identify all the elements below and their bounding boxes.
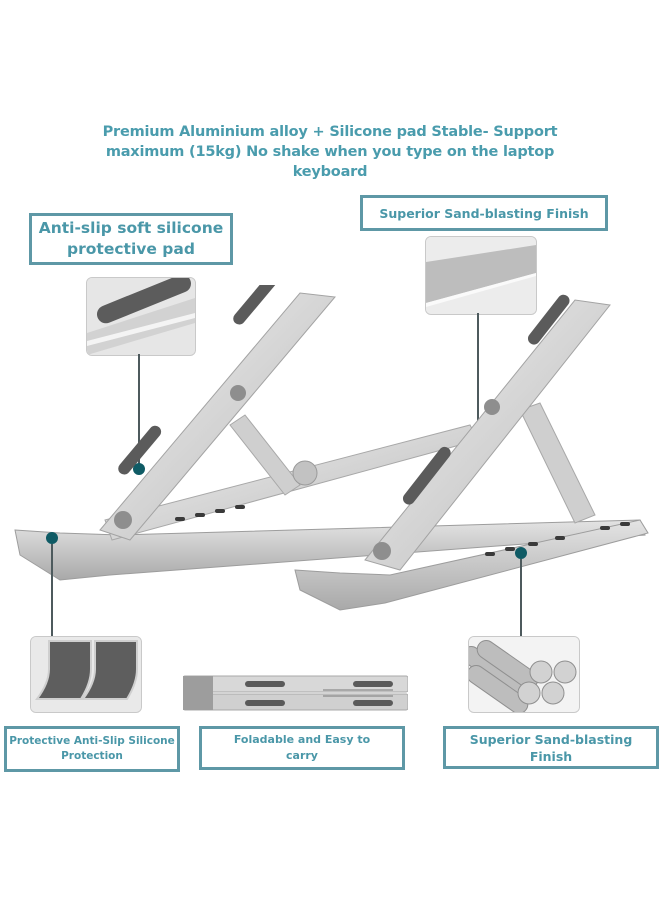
headline-line-2: maximum (15kg) No shake when you type on… xyxy=(105,144,555,160)
connector-dot xyxy=(133,463,145,475)
headline-line-3: keyboard xyxy=(292,164,368,180)
feature-3-line-1: Superior Sand-blasting xyxy=(469,731,633,747)
feature-3-line-2: Finish xyxy=(529,748,573,764)
callout-anti-slip-pad: Anti-slip soft silicone protective pad xyxy=(29,213,233,265)
feature-1-line-2: Protection xyxy=(61,750,123,762)
feature-2-line-2: carry xyxy=(286,749,318,762)
connector-line xyxy=(138,354,140,464)
connector-dot xyxy=(46,532,58,544)
feature-2-line-1: Foladable and Easy to xyxy=(233,733,371,746)
folded-stand-icon xyxy=(183,672,408,714)
connector-line xyxy=(520,559,522,636)
feature-foldable: Foladable and Easy to carry xyxy=(199,726,405,770)
silicone-feet-closeup-icon xyxy=(30,636,142,713)
callout-sandblasting-text: Superior Sand-blasting Finish xyxy=(379,205,589,221)
callout-sandblasting-finish: Superior Sand-blasting Finish xyxy=(360,195,608,231)
connector-line xyxy=(51,544,53,636)
headline-line-1: Premium Aluminium alloy + Silicone pad S… xyxy=(102,124,558,140)
feature-silicone-protection: Protective Anti-Slip Silicone Protection xyxy=(4,726,180,772)
feature-sandblasting: Superior Sand-blasting Finish xyxy=(443,726,659,769)
callout-anti-slip-line-2: protective pad xyxy=(67,240,195,258)
headline: Premium Aluminium alloy + Silicone pad S… xyxy=(95,122,565,182)
connector-dot xyxy=(515,547,527,559)
laptop-stand-illustration xyxy=(14,285,649,611)
aluminium-rods-icon xyxy=(468,636,580,713)
connector-line xyxy=(477,313,479,433)
sandblasted-surface-closeup-icon xyxy=(425,236,537,315)
callout-anti-slip-line-1: Anti-slip soft silicone xyxy=(38,219,224,237)
feature-1-line-1: Protective Anti-Slip Silicone xyxy=(9,735,175,747)
silicone-pad-closeup-icon xyxy=(86,277,196,356)
